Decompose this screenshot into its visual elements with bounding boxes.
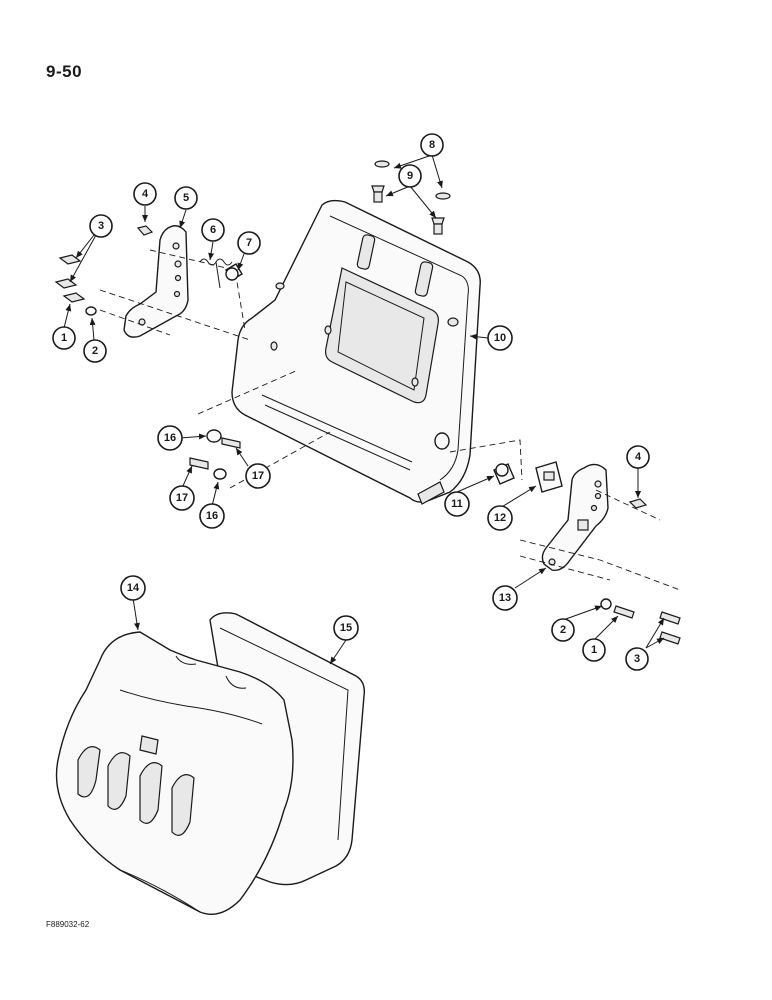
callout-16-upper: 16: [157, 425, 183, 451]
svg-text:17: 17: [176, 492, 188, 504]
svg-text:9: 9: [407, 170, 413, 182]
callout-2-left: 2: [83, 339, 107, 363]
callout-12: 12: [487, 505, 513, 531]
callout-6: 6: [201, 218, 225, 242]
svg-text:7: 7: [246, 237, 252, 249]
callout-3-right: 3: [625, 647, 649, 671]
top-screws: [371, 160, 451, 235]
leader-lines: [63, 154, 665, 665]
svg-text:14: 14: [127, 582, 140, 594]
right-plate-and-spacer: [449, 439, 661, 521]
svg-text:5: 5: [183, 192, 189, 204]
svg-text:4: 4: [142, 188, 149, 200]
svg-text:16: 16: [206, 510, 218, 522]
right-hinge-bracket: [519, 463, 681, 591]
svg-text:3: 3: [98, 220, 104, 232]
svg-text:3: 3: [634, 653, 640, 665]
svg-text:13: 13: [499, 592, 511, 604]
callout-1-left: 1: [52, 326, 76, 350]
callout-9: 9: [398, 164, 422, 188]
svg-text:10: 10: [494, 332, 506, 344]
svg-text:2: 2: [560, 624, 566, 636]
left-bolts: [54, 225, 154, 316]
spring-and-spacer: [199, 258, 243, 289]
callout-1-right: 1: [582, 638, 606, 662]
callout-14: 14: [120, 575, 146, 601]
callout-2-right: 2: [551, 618, 575, 642]
foam-pad: [55, 631, 294, 915]
callout-8: 8: [420, 133, 444, 157]
callout-7: 7: [237, 231, 261, 255]
svg-text:2: 2: [92, 345, 98, 357]
svg-text:1: 1: [591, 644, 597, 656]
callout-17-upper: 17: [245, 463, 271, 489]
svg-text:4: 4: [635, 451, 642, 463]
svg-text:12: 12: [494, 512, 506, 524]
svg-text:16: 16: [164, 432, 176, 444]
callout-5: 5: [174, 186, 198, 210]
right-fasteners: [600, 498, 681, 645]
callout-3-left: 3: [89, 214, 113, 238]
lower-left-fasteners: [189, 369, 331, 489]
callout-4-left: 4: [133, 182, 157, 206]
svg-text:1: 1: [61, 332, 67, 344]
callout-13: 13: [492, 585, 518, 611]
callout-10: 10: [487, 325, 513, 351]
callout-11: 11: [444, 491, 470, 517]
left-hinge-bracket: [99, 225, 251, 341]
svg-text:8: 8: [429, 139, 435, 151]
svg-text:17: 17: [252, 470, 264, 482]
seat-back-frame: [231, 199, 481, 505]
figure-code: F889032-62: [46, 920, 90, 929]
callout-17-lower: 17: [169, 485, 195, 511]
svg-text:6: 6: [210, 224, 216, 236]
svg-text:11: 11: [451, 498, 463, 510]
page-number: 9-50: [46, 62, 83, 81]
callout-15: 15: [333, 615, 359, 641]
callout-16-lower: 16: [199, 503, 225, 529]
svg-text:15: 15: [340, 622, 352, 634]
callout-4-right: 4: [626, 445, 650, 469]
